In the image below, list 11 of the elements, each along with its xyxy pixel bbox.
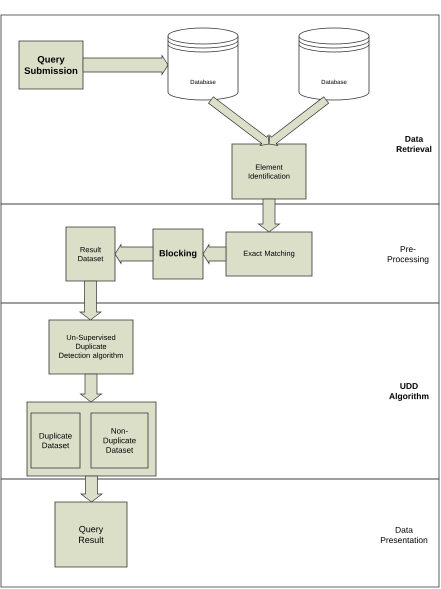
block-arrow bbox=[79, 374, 103, 402]
process-box: Query Submission bbox=[18, 40, 84, 90]
block-arrow bbox=[80, 476, 104, 502]
process-box: Blocking bbox=[152, 228, 204, 280]
process-box: Query Result bbox=[54, 502, 128, 568]
block-arrow bbox=[78, 280, 102, 320]
block-arrow bbox=[82, 54, 168, 76]
block-arrow bbox=[114, 243, 154, 265]
block-arrow bbox=[257, 198, 281, 232]
block-arrow bbox=[208, 96, 270, 146]
block-arrow bbox=[202, 243, 226, 265]
